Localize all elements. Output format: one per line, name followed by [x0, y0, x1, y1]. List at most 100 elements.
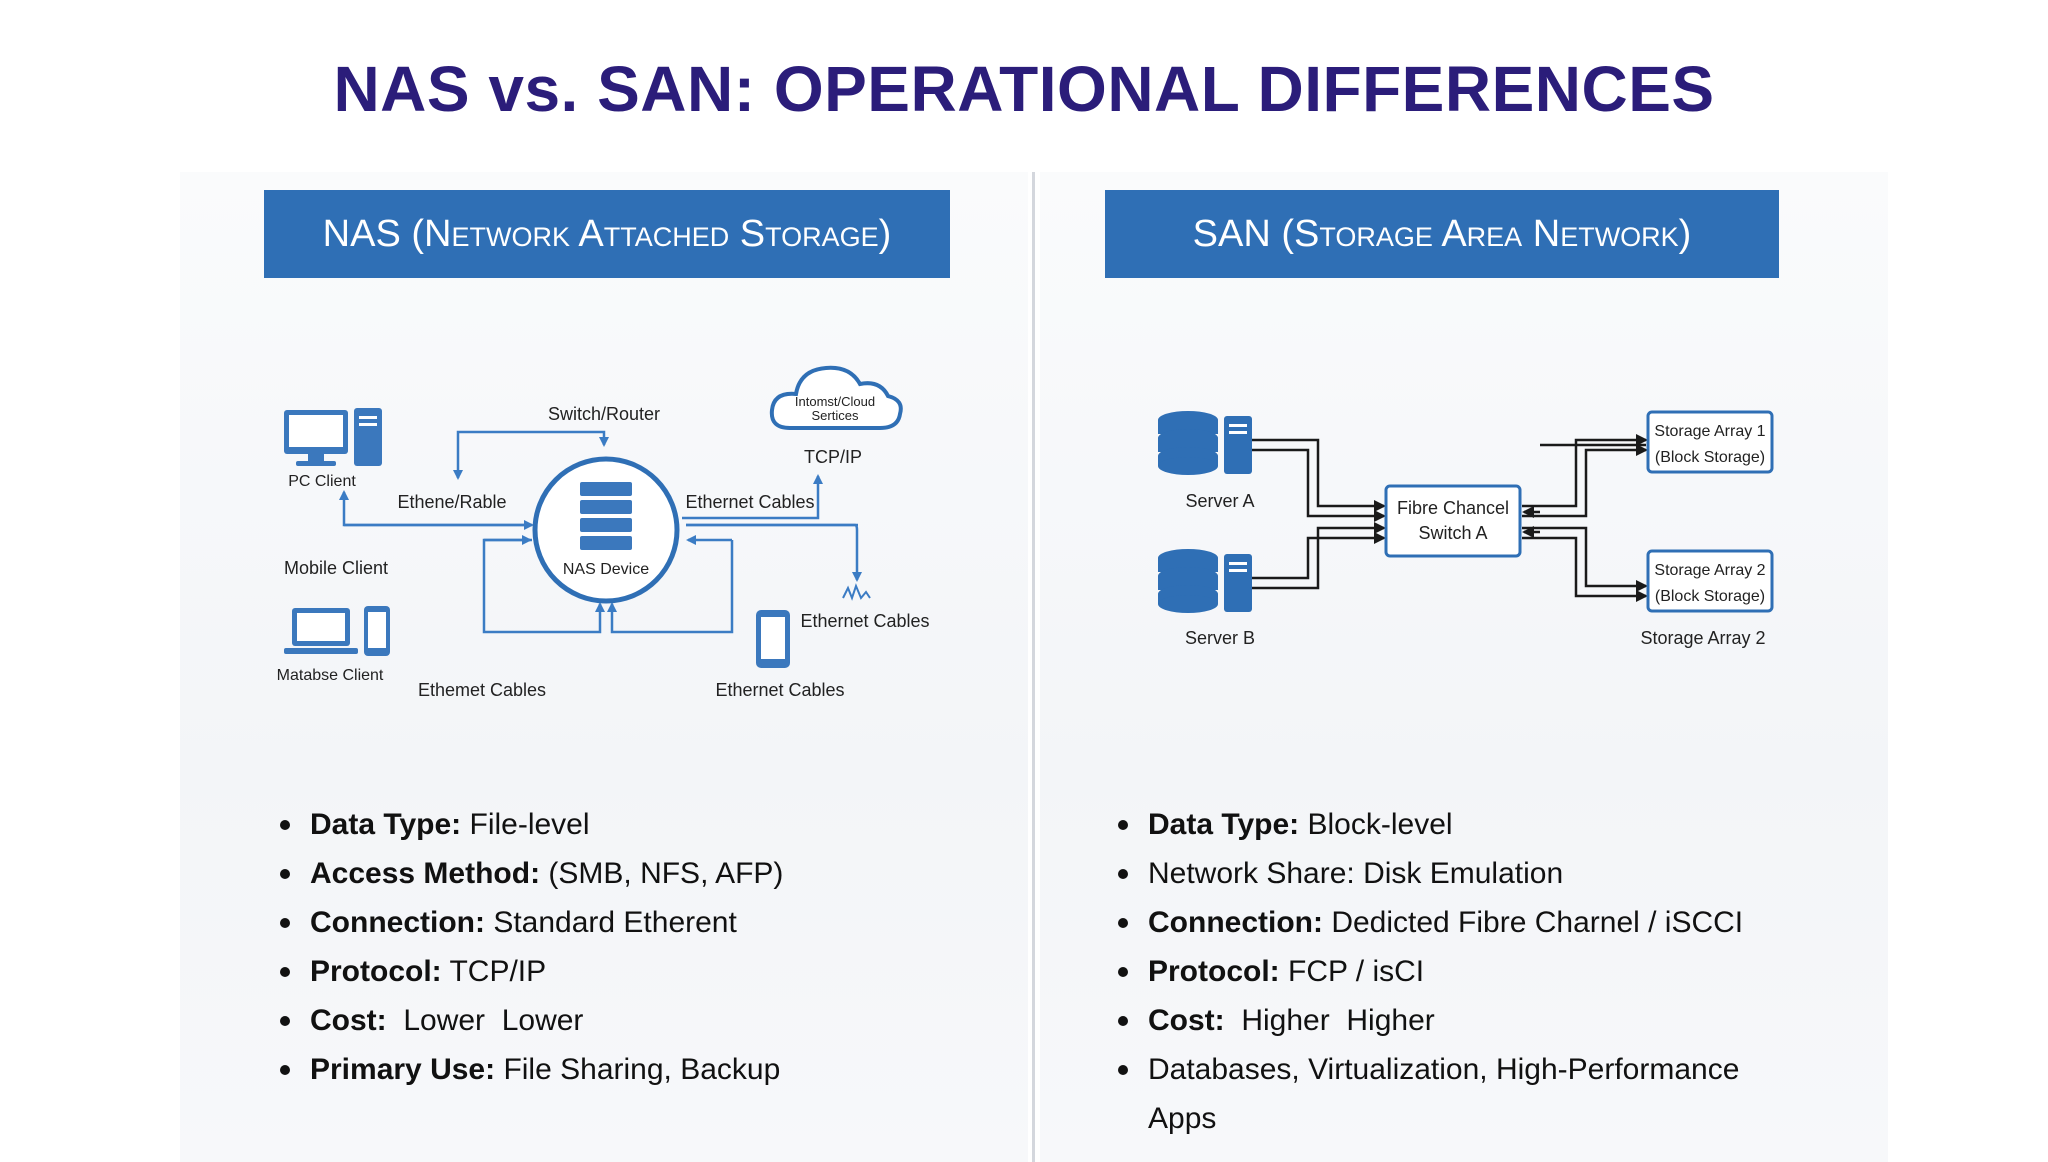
bullet-item: Databases, Virtualization, High-Performa…: [1114, 1045, 1874, 1143]
link-nas-to-cloud: [682, 474, 823, 520]
bullet-item: Access Method: (SMB, NFS, AFP): [276, 849, 1016, 898]
link-bottom-right: [607, 540, 734, 634]
link-switch-array2-2: [1522, 536, 1648, 602]
array2-line2: (Block Storage): [1655, 588, 1765, 605]
bullet-item: Protocol: TCP/IP: [276, 947, 1016, 996]
bullet-value: Standard Etherent: [484, 906, 737, 939]
san-panel: [1040, 172, 1888, 1162]
mobile-client-label: Mobile Client: [284, 558, 388, 578]
bullet-label: Connection:: [310, 906, 485, 939]
bullet-value: Network Share: Disk Emulation: [1148, 857, 1564, 890]
bullet-label: Primary Use:: [310, 1053, 496, 1086]
cloud-label-line2: Sertices: [812, 408, 859, 423]
link-switch-array1-2: [1522, 444, 1648, 518]
storage-array-2-box: [1646, 549, 1774, 613]
database-client-label: Matabse Client: [277, 667, 384, 684]
tower-icon: [354, 408, 382, 466]
bullet-label: Protocol:: [1148, 955, 1280, 988]
phone-icon: [364, 606, 390, 656]
bullet-value: Higher Higher: [1224, 1004, 1435, 1037]
link-switch-to-nas: [460, 430, 609, 447]
link-a-switch-1: [1252, 438, 1386, 512]
tcpip-label: TCP/IP: [804, 447, 862, 467]
laptop-icon: [284, 608, 358, 654]
storage-array-1-box: [1646, 410, 1774, 474]
bullet-value-continued: Apps: [1148, 1102, 1217, 1135]
link-array-back-1: [1524, 443, 1646, 512]
nas-diagram: NAS Device Switch/Router Intomst/Cloud S…: [277, 365, 930, 700]
pc-client-label: PC Client: [288, 473, 356, 490]
bullet-label: Protocol:: [310, 955, 442, 988]
array1-line2: (Block Storage): [1655, 449, 1765, 466]
bullet-value: (SMB, NFS, AFP): [540, 857, 784, 890]
link-nas-to-antenna: [686, 523, 862, 582]
database-icon: [1158, 411, 1218, 475]
cloud-label-line1: Intomst/Cloud: [795, 394, 875, 409]
switch-router-label: Switch/Router: [548, 404, 660, 424]
bullet-item: Connection: Standard Etherent: [276, 898, 1016, 947]
database-icon: [1158, 549, 1218, 613]
cloud-icon: Intomst/Cloud Sertices: [769, 365, 903, 430]
antenna-icon: [842, 583, 871, 601]
san-diagram: Server A Server B: [1158, 410, 1774, 648]
server-a-label: Server A: [1185, 491, 1254, 511]
server-tower-icon: [1224, 554, 1252, 612]
nas-banner: NAS (Network Attached Storage): [264, 190, 950, 278]
link-switch-left: [453, 430, 463, 480]
bullet-label: Connection:: [1148, 906, 1323, 939]
eth-top-right-label: Ethernet Cables: [685, 492, 814, 512]
page-title: NAS vs. SAN: OPERATIONAL DIFFERENCES: [333, 53, 1715, 125]
bullet-label: Cost:: [1148, 1004, 1225, 1037]
san-banner-main: SAN: [1192, 212, 1271, 255]
san-banner: SAN (Storage Area Network): [1105, 190, 1779, 278]
bullet-value: File Sharing, Backup: [495, 1053, 781, 1086]
bullet-value: Lower Lower: [386, 1004, 584, 1037]
bullet-item: Protocol: FCP / isCI: [1114, 947, 1874, 996]
link-b-switch-1: [1252, 522, 1386, 590]
fibre-switch-box: [1384, 484, 1522, 558]
eth-bottom-left-label: Ethemet Cables: [418, 680, 546, 700]
bullet-item: Data Type: Block-level: [1114, 800, 1874, 849]
link-a-switch-2: [1252, 448, 1386, 522]
ethene-label: Ethene/Rable: [397, 492, 506, 512]
link-b-switch-2: [1252, 532, 1386, 580]
array1-line1: Storage Array 1: [1654, 423, 1765, 440]
eth-right-label: Ethernet Cables: [800, 611, 929, 631]
server-tower-icon: [1224, 416, 1252, 474]
switch-label-line2: Switch A: [1418, 523, 1487, 543]
bullet-value: Databases, Virtualization, High-Performa…: [1148, 1053, 1740, 1086]
bullet-label: Cost:: [310, 1004, 387, 1037]
nas-panel: [180, 172, 1028, 1162]
server-b-label: Server B: [1185, 628, 1255, 648]
phone-icon: [756, 610, 790, 668]
nas-device-label: NAS Device: [563, 561, 649, 578]
bullet-value: FCP / isCI: [1279, 955, 1425, 988]
server-stack-icon: [580, 482, 632, 550]
bullet-value: Block-level: [1299, 808, 1453, 841]
panel-divider: [1032, 172, 1035, 1162]
bullet-label: Data Type:: [310, 808, 462, 841]
bullet-item: Cost: Higher Higher: [1114, 996, 1874, 1045]
bullet-label: Data Type:: [1148, 808, 1300, 841]
bullet-value: TCP/IP: [441, 955, 547, 988]
bullet-value: File-level: [461, 808, 590, 841]
san-banner-subtitle: (Storage Area Network): [1281, 212, 1692, 255]
switch-label-line1: Fibre Chancel: [1397, 498, 1509, 518]
array2-line1: Storage Array 2: [1654, 562, 1765, 579]
link-switch-array1-1: [1522, 434, 1648, 508]
array2-caption: Storage Array 2: [1640, 628, 1765, 648]
nas-banner-subtitle: (Network Attached Storage): [411, 212, 892, 255]
bullet-item: Primary Use: File Sharing, Backup: [276, 1045, 1016, 1094]
bullet-value: Dedicted Fibre Charnel / iSCCI: [1322, 906, 1744, 939]
nas-banner-main: NAS: [322, 212, 401, 255]
bullet-item: Cost: Lower Lower: [276, 996, 1016, 1045]
link-switch-array2-1: [1522, 526, 1648, 592]
bullet-item: Data Type: File-level: [276, 800, 1016, 849]
bullet-item: Network Share: Disk Emulation: [1114, 849, 1874, 898]
link-nas-to-pc: [339, 490, 530, 527]
desktop-icon: [284, 410, 348, 466]
bullet-label: Access Method:: [310, 857, 541, 890]
bullet-item: Connection: Dedicted Fibre Charnel / iSC…: [1114, 898, 1874, 947]
